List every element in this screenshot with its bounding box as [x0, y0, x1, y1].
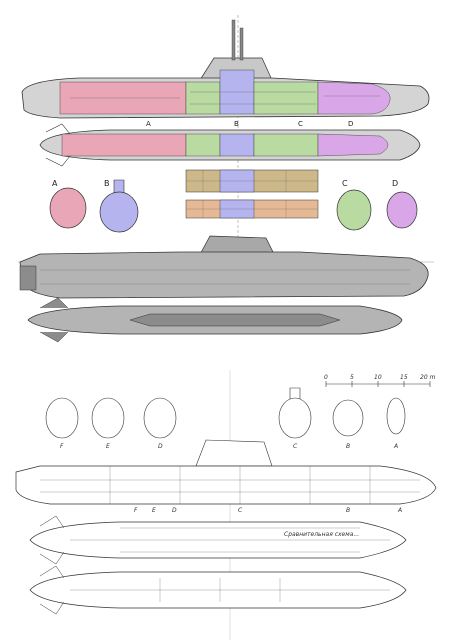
plan-control — [219, 133, 255, 157]
cross-section-label-c: C — [342, 179, 348, 188]
colored-cross-sections: A B C D — [49, 179, 418, 233]
outline-profile-hull — [15, 465, 437, 505]
periscope-2 — [239, 27, 244, 61]
plan-stern — [317, 133, 389, 157]
outline-section-f — [45, 397, 79, 439]
cross-section-d — [386, 191, 418, 229]
cross-section-a — [49, 187, 87, 229]
outline-section-e — [91, 397, 125, 439]
aft-battery-compartment — [253, 81, 319, 115]
exterior-plan-fins — [39, 297, 69, 343]
outline-sail — [195, 439, 273, 467]
cross-section-letters: F E D C B A — [60, 443, 398, 450]
outline-section-b — [332, 399, 364, 437]
scale-tick-15: 15 — [400, 374, 408, 381]
exterior-panel — [18, 235, 434, 343]
scale-tick-20m: 20 m — [420, 374, 436, 381]
outline-lower-fins — [39, 565, 65, 615]
periscope-1 — [231, 19, 236, 61]
exterior-profile-hull — [19, 251, 429, 299]
plan-tail-fins — [45, 123, 71, 167]
scale-bar: 0 5 10 15 20 m — [324, 374, 436, 387]
cross-letter-5: B — [346, 443, 350, 450]
exterior-plan-deck — [129, 313, 341, 327]
line-drawing-panel: 0 5 10 15 20 m F E D C B A — [15, 370, 437, 640]
scale-tick-10: 10 — [374, 374, 382, 381]
station-letter-1: F — [134, 507, 138, 514]
station-letter-4: C — [238, 507, 243, 514]
plan-aft-battery — [253, 133, 319, 157]
deck-layouts — [185, 169, 319, 219]
station-letter-5: B — [346, 507, 350, 514]
stern-compartment — [317, 81, 391, 115]
station-letter-3: D — [172, 507, 177, 514]
section-marker-d: D — [348, 120, 353, 128]
outline-section-d — [143, 397, 177, 439]
section-marker-b: B — [234, 120, 239, 128]
outline-section-a — [386, 397, 406, 435]
cross-section-c — [336, 189, 372, 231]
station-letter-6: A — [397, 507, 402, 514]
scale-tick-0: 0 — [324, 374, 328, 381]
outline-plan-view: Сравнительная схема... — [29, 515, 407, 565]
outline-section-c — [278, 397, 312, 439]
station-letter-2: E — [152, 507, 156, 514]
cross-letter-2: E — [106, 443, 110, 450]
fwd-battery-compartment — [185, 81, 221, 115]
cross-section-label-b: B — [104, 179, 110, 188]
exterior-rudder — [19, 265, 37, 291]
cross-letter-4: C — [293, 443, 298, 450]
colored-plan-view — [39, 123, 421, 167]
section-marker-a: A — [146, 120, 151, 128]
cross-section-label-d: D — [392, 179, 398, 188]
colored-profile-view: A B C D — [21, 19, 430, 128]
outline-profile-view: F E D C B A — [15, 439, 437, 514]
plan-caption: Сравнительная схема... — [284, 531, 359, 538]
plan-fwd-battery — [185, 133, 221, 157]
scale-tick-5: 5 — [350, 374, 354, 381]
cross-section-label-a: A — [52, 179, 58, 188]
outline-cross-sections — [45, 387, 406, 439]
cross-letter-6: A — [393, 443, 398, 450]
section-marker-c: C — [298, 120, 303, 128]
outline-lower-plan-view — [29, 565, 407, 615]
outline-plan-fins — [39, 515, 65, 565]
cross-letter-1: F — [60, 443, 64, 450]
color-panel: A B C D — [21, 15, 430, 240]
cross-letter-3: D — [158, 443, 163, 450]
cross-section-b — [99, 191, 139, 233]
plan-bow — [61, 133, 187, 157]
